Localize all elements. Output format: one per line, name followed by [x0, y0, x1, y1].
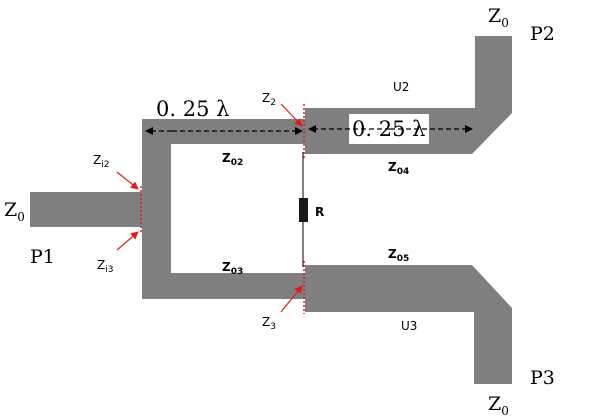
z03-label: Z03 — [222, 260, 243, 277]
z0-p3-label: Z0 — [488, 393, 509, 418]
u2-label: U2 — [393, 80, 409, 94]
resistor-body — [299, 198, 308, 222]
port-p1-label: P1 — [30, 246, 55, 268]
z0-input-label: Z0 — [4, 199, 25, 224]
z2-pointer — [280, 103, 303, 127]
z3-pointer — [280, 285, 303, 313]
lower-output-line — [305, 265, 512, 384]
z3-label: Z3 — [262, 315, 276, 332]
left-vertical-arm — [142, 119, 171, 299]
port-p2-label: P2 — [530, 23, 555, 45]
z05-label: Z05 — [388, 247, 409, 264]
reference-planes — [140, 104, 305, 314]
z0-p2-label: Z0 — [488, 5, 509, 30]
zi3-pointer — [116, 231, 139, 251]
zi2-label: Zi2 — [93, 153, 109, 170]
z04-label: Z04 — [388, 160, 409, 177]
lower-quarter-wave-line — [142, 273, 305, 299]
right-length-label: 0. 25 λ — [352, 117, 425, 141]
port-p3-label: P3 — [530, 367, 555, 389]
resistor-label: R — [315, 205, 324, 219]
z02-label: Z02 — [222, 151, 243, 168]
input-line-p1 — [30, 192, 142, 227]
pointer-arrows — [116, 103, 303, 313]
left-length-label: 0. 25 λ — [156, 97, 229, 121]
zi2-pointer — [116, 171, 139, 190]
z2-label: Z2 — [262, 91, 276, 108]
zi3-label: Zi3 — [97, 258, 113, 275]
u3-label: U3 — [401, 319, 417, 333]
